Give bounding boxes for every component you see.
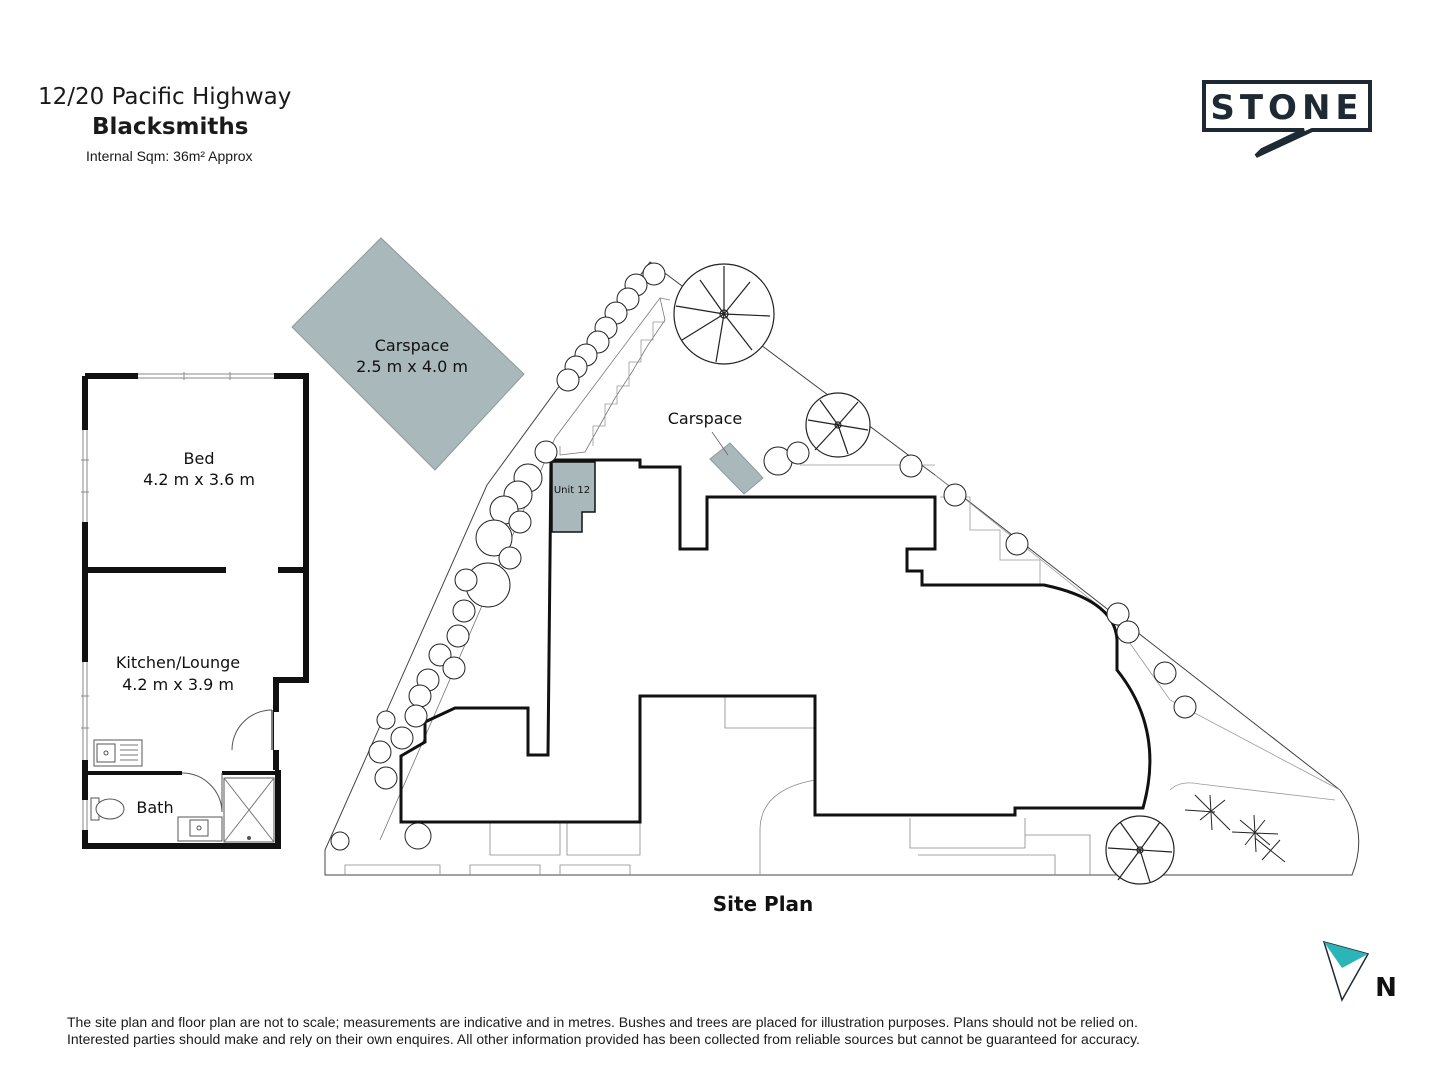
north-arrow: N	[1322, 940, 1397, 1003]
logo-text: STONE	[1210, 88, 1363, 128]
building-name: Blacksmiths	[92, 114, 249, 140]
site-trees	[673, 263, 1175, 885]
bed-size: 4.2 m x 3.6 m	[143, 470, 255, 489]
internal-area: Internal Sqm: 36m² Approx	[86, 148, 253, 164]
site-ferns	[1184, 794, 1286, 863]
carspace-main: Carspace 2.5 m x 4.0 m	[291, 237, 525, 471]
header: 12/20 Pacific Highway Blacksmiths Intern…	[0, 0, 1440, 180]
kitchen-label: Kitchen/Lounge	[116, 653, 240, 672]
disclaimer-line-1: The site plan and floor plan are not to …	[67, 1014, 1138, 1030]
property-address: 12/20 Pacific Highway	[38, 84, 292, 110]
disclaimer: The site plan and floor plan are not to …	[67, 1014, 1387, 1048]
bed-label: Bed	[184, 449, 215, 468]
site-plan: Unit 12 Carspace	[324, 261, 1360, 885]
site-carspace-label: Carspace	[668, 409, 743, 428]
unit-label: Unit 12	[554, 485, 590, 496]
carspace-main-size: 2.5 m x 4.0 m	[356, 357, 468, 376]
carspace-main-label: Carspace	[375, 336, 450, 355]
disclaimer-line-2: Interested parties should make and rely …	[67, 1031, 1140, 1047]
floor-plan: Bed 4.2 m x 3.6 m Kitchen/Lounge 4.2 m x…	[81, 372, 309, 849]
kitchen-size: 4.2 m x 3.9 m	[122, 675, 234, 694]
site-plan-title: Site Plan	[713, 892, 814, 916]
north-label: N	[1375, 973, 1397, 1003]
site-shrubs	[330, 262, 1197, 851]
stone-logo: STONE	[1202, 80, 1372, 158]
bath-label: Bath	[136, 798, 173, 817]
